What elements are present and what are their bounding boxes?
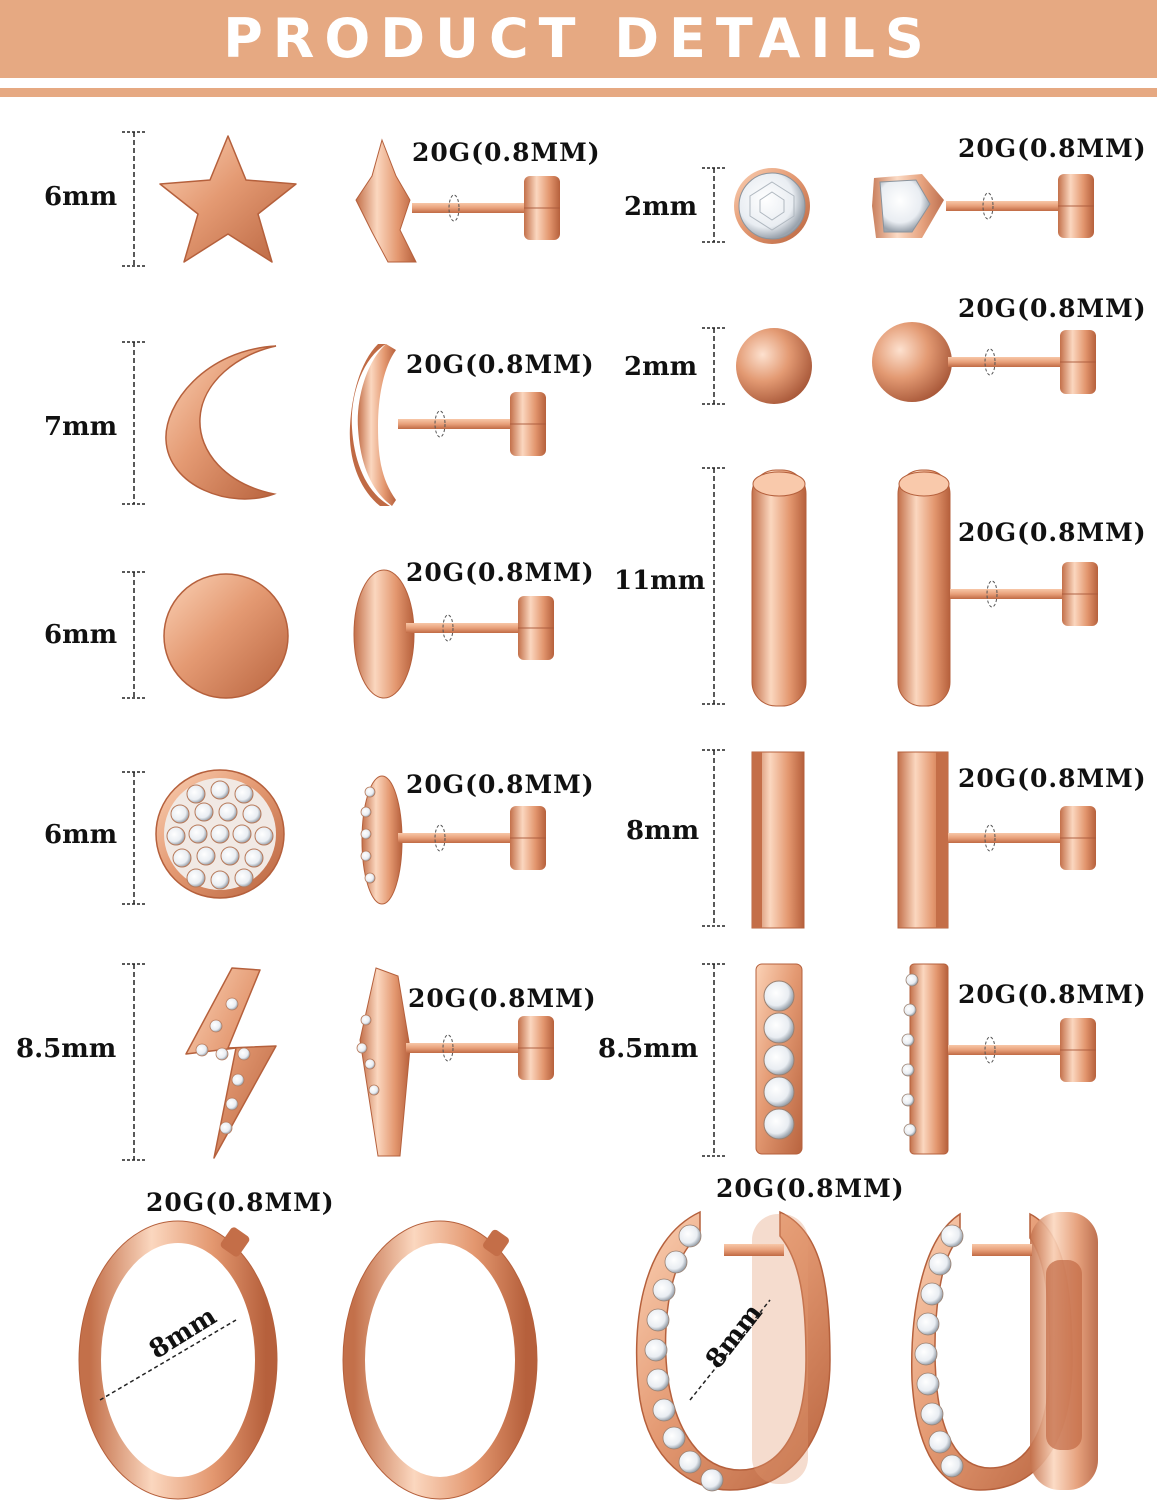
pave-huggie-front [635, 1210, 831, 1492]
gauge-label-crystal: 20G(0.8MM) [958, 134, 1147, 163]
size-label-ball: 2mm [624, 352, 698, 382]
gauge-label-pave-huggie: 20G(0.8MM) [716, 1174, 905, 1203]
gauge-label-disc: 20G(0.8MM) [406, 558, 595, 587]
lightning-stud-side [356, 967, 555, 1157]
size-label-star: 6mm [44, 182, 118, 212]
banner-divider [0, 88, 1157, 97]
crystal-stud-side [872, 173, 1095, 239]
page-title: PRODUCT DETAILS [223, 7, 934, 70]
title-banner: PRODUCT DETAILS [0, 0, 1157, 78]
flat-bar-stud-front [751, 751, 805, 929]
pave-disc-stud-side [360, 775, 547, 905]
gauge-label-pave-bar: 20G(0.8MM) [958, 980, 1147, 1009]
size-label-flat-bar: 8mm [626, 816, 700, 846]
ball-stud-side [872, 322, 1097, 402]
gauge-label-plain-hoop: 20G(0.8MM) [146, 1188, 335, 1217]
disc-stud-side [353, 569, 555, 699]
size-label-lightning: 8.5mm [16, 1034, 117, 1064]
plain-hoop-front [78, 1220, 278, 1500]
pave-bar-stud-front [755, 963, 803, 1155]
round-bar-stud-front [751, 469, 807, 707]
size-label-crystal: 2mm [624, 192, 698, 222]
disc-stud-front [163, 573, 289, 699]
gauge-label-ball: 20G(0.8MM) [958, 294, 1147, 323]
size-label-pave-bar: 8.5mm [598, 1034, 699, 1064]
flat-bar-stud-side [897, 751, 1097, 929]
pave-bar-stud-side [901, 963, 1097, 1155]
size-label-disc: 6mm [44, 620, 118, 650]
lightning-stud-front [185, 967, 277, 1159]
gauge-label-lightning: 20G(0.8MM) [408, 984, 597, 1013]
size-label-moon: 7mm [44, 412, 118, 442]
round-bar-stud-side [897, 469, 1099, 707]
ball-stud-front [736, 328, 812, 404]
gauge-label-star: 20G(0.8MM) [412, 138, 601, 167]
gauge-label-round-bar: 20G(0.8MM) [958, 518, 1147, 547]
size-label-pave-disc: 6mm [44, 820, 118, 850]
moon-stud-side [349, 344, 547, 506]
pave-huggie-side [911, 1212, 1098, 1491]
crystal-stud-front [734, 168, 810, 244]
star-stud-front [159, 135, 297, 263]
star-stud-side [355, 138, 561, 263]
gauge-label-moon: 20G(0.8MM) [406, 350, 595, 379]
pave-disc-stud-front [155, 769, 285, 899]
gauge-label-flat-bar: 20G(0.8MM) [958, 764, 1147, 793]
size-label-round-bar: 11mm [614, 566, 706, 596]
gauge-label-pave-disc: 20G(0.8MM) [406, 770, 595, 799]
moon-stud-front [165, 345, 277, 500]
plain-hoop-side [342, 1220, 538, 1500]
